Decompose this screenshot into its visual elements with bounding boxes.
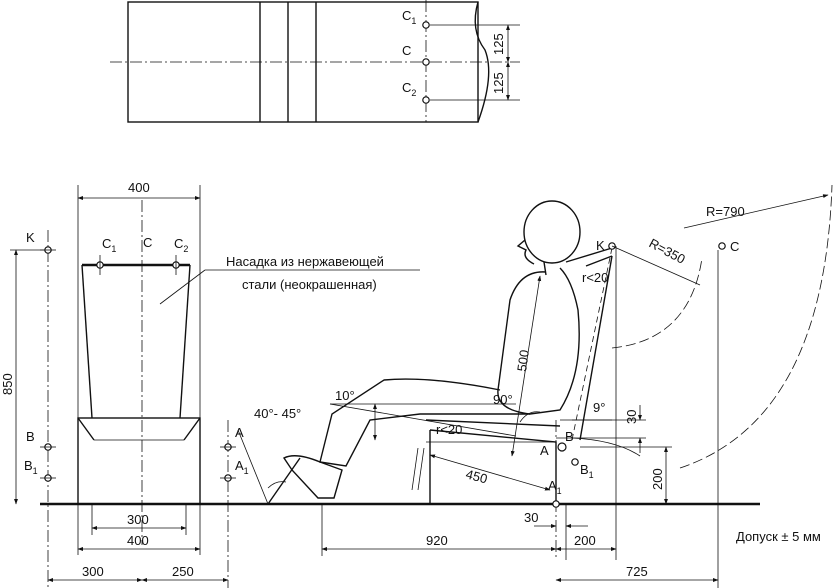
angle-back: 9° [593, 400, 605, 415]
front-dim-250-offset: 250 [172, 564, 194, 579]
manikin-head [523, 200, 581, 264]
dim-30-horiz: 30 [524, 510, 538, 525]
plan-point-c [422, 58, 430, 66]
plan-point-c1 [422, 21, 430, 29]
note-line-1: Насадка из нержавеющей [226, 254, 384, 269]
dim-200-vert: 200 [650, 468, 665, 490]
side-view: 10° 40°- 45° 450 r<20 500 90° r<20 A B B… [237, 184, 833, 588]
side-label-a1: A1 [548, 478, 562, 496]
front-label-k: K [26, 230, 35, 245]
angle-hip: 90° [493, 392, 513, 407]
side-point-c [718, 242, 726, 250]
arc-r790 [679, 184, 833, 469]
front-view: 400 C1 C C2 K B B1 850 A A1 30 [0, 180, 760, 588]
side-label-b: B [565, 429, 574, 444]
front-base [77, 417, 201, 505]
side-point-a1 [552, 500, 560, 508]
front-dim-300-offset: 300 [82, 564, 104, 579]
front-label-c1: C1 [102, 236, 116, 254]
front-dim-850: 850 [0, 373, 15, 395]
plan-label-c: C [402, 43, 411, 58]
fillet-back: r<20 [582, 270, 608, 285]
side-label-c: C [730, 239, 739, 254]
plan-dim-lower: 125 [491, 72, 506, 94]
side-label-k: K [596, 238, 605, 253]
radius-r350: R=350 [647, 235, 688, 266]
side-point-b [557, 442, 567, 452]
fillet-seat: r<20 [436, 422, 462, 437]
front-label-a: A [235, 425, 244, 440]
manikin-foot [282, 455, 343, 499]
side-point-b1 [571, 458, 579, 466]
front-label-b1: B1 [24, 458, 38, 476]
plan-label-c2: C2 [402, 80, 416, 98]
dim-920: 920 [426, 533, 448, 548]
front-label-a1: A1 [235, 458, 249, 476]
plan-point-c2 [422, 96, 430, 104]
front-label-c2: C2 [174, 236, 188, 254]
tolerance-note: Допуск ± 5 мм [736, 529, 821, 544]
dim-725: 725 [626, 564, 648, 579]
angle-foot: 40°- 45° [254, 406, 301, 421]
torso-dim-500: 500 [514, 349, 532, 373]
front-dim-300-base: 300 [127, 512, 149, 527]
arc-r350 [611, 257, 703, 349]
front-dim-400-base: 400 [127, 533, 149, 548]
radius-r790: R=790 [706, 204, 745, 219]
manikin-thigh [319, 378, 530, 467]
side-label-a: A [540, 443, 549, 458]
front-label-b: B [26, 429, 35, 444]
seat-length: 450 [464, 466, 489, 486]
plan-label-c1: C1 [402, 8, 416, 26]
dim-200-horiz: 200 [574, 533, 596, 548]
side-label-b1: B1 [580, 462, 594, 480]
dim-30-vert: 30 [624, 410, 639, 424]
angle-knee: 10° [335, 388, 355, 403]
plan-view: C1 C C2 125 125 [110, 0, 520, 123]
note-line-2: стали (неокрашенная) [242, 277, 377, 292]
front-label-c: C [143, 235, 152, 250]
plan-dim-upper: 125 [491, 33, 506, 55]
front-dim-400-top: 400 [128, 180, 150, 195]
